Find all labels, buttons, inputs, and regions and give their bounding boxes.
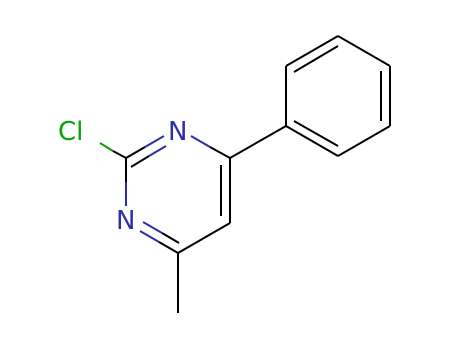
bond-c2-n1-n-side [144, 135, 165, 148]
bond-c6-phenyl [229, 125, 287, 159]
bond-n1-c6-c-side [209, 146, 231, 159]
bond-c2-n1-double-n-side [148, 145, 167, 157]
bond-c2-cl [99, 142, 114, 152]
bond-ph-double-3 [293, 120, 339, 147]
atom-label-chlorine: Cl [58, 117, 83, 147]
atom-label-nitrogen-1: N [168, 117, 187, 147]
bond-c2-n1-double [130, 155, 150, 168]
bond-ph-3 [337, 35, 391, 67]
bond-c4-c5 [177, 222, 231, 254]
bond-n1-c6 [190, 135, 211, 148]
bond-ph-2 [285, 35, 339, 67]
bond-ph-5 [337, 125, 391, 157]
bond-n3-c4-c-side [158, 241, 179, 254]
bond-ph-6 [285, 125, 339, 157]
bond-n3-c4-double [142, 221, 163, 234]
bond-n3-c4-double-c-side [161, 232, 180, 244]
bond-c2-cl-inner [112, 150, 127, 159]
bond-c2-n1 [125, 146, 146, 159]
atom-label-nitrogen-3: N [116, 206, 135, 236]
bond-ph-double-1 [293, 45, 339, 73]
bond-n3-c4 [139, 230, 160, 243]
